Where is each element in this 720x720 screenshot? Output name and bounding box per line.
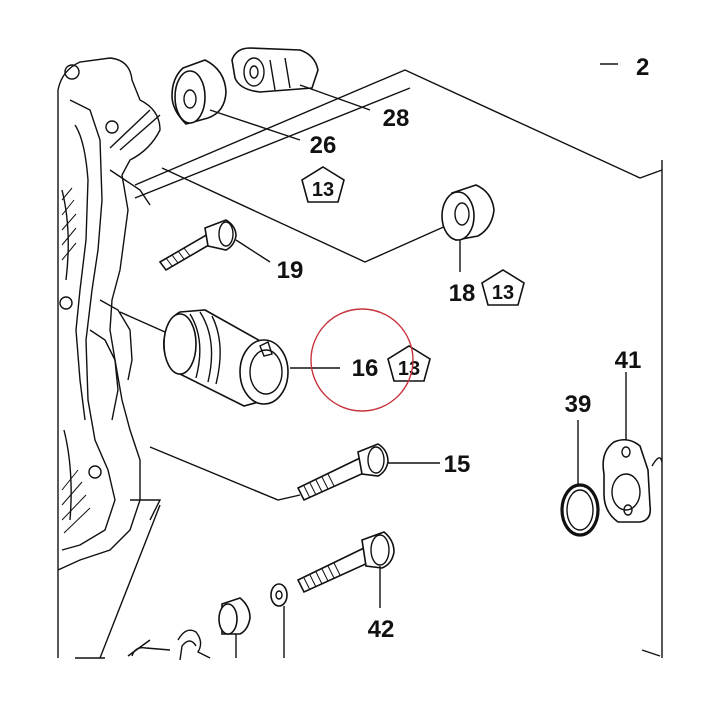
part-28: [231, 47, 371, 111]
torque-tag-16: 13: [387, 345, 431, 382]
label-28: 28: [383, 105, 410, 132]
part-19: [158, 219, 271, 272]
part-18: [441, 184, 495, 272]
label-42: 42: [368, 616, 395, 643]
bottom-small-parts: [131, 583, 288, 661]
part-41: [602, 372, 663, 523]
label-41: 41: [615, 347, 642, 374]
part-16: [163, 309, 340, 407]
label-15: 15: [444, 451, 471, 478]
part-42: [296, 531, 395, 608]
label-19: 19: [277, 257, 304, 284]
part-26: [171, 59, 301, 141]
leader-28: [299, 84, 371, 111]
torque-tag-18: 13: [481, 269, 525, 306]
label-18: 18: [449, 280, 476, 307]
part-39: [560, 420, 600, 537]
corner-label: 2: [636, 54, 649, 81]
housing-casting: [57, 57, 162, 659]
label-26: 26: [310, 132, 337, 159]
highlight-circle: [310, 308, 414, 412]
part-15: [296, 443, 440, 502]
label-39: 39: [565, 391, 592, 418]
torque-tag-26: 13: [301, 166, 345, 203]
torque-tag-26-label: 13: [312, 179, 334, 201]
torque-tag-18-label: 13: [492, 282, 514, 304]
label-16: 16: [352, 355, 379, 382]
assembly-leader-lines: [75, 63, 663, 659]
leader-26: [209, 109, 301, 141]
torque-tag-16-label: 13: [398, 358, 420, 380]
leader-19: [235, 239, 271, 263]
